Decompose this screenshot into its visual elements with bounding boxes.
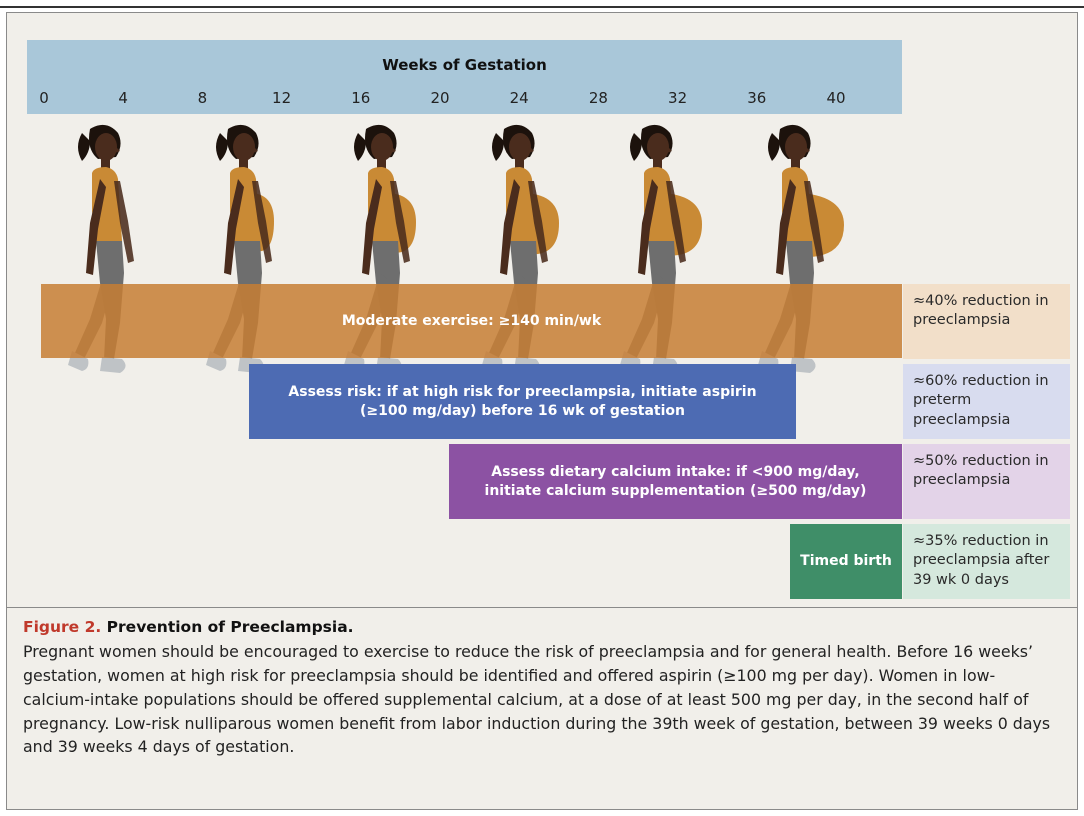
figure-name: Prevention of Preeclampsia. [106,618,354,636]
timed-birth-outcome: ≈35% reduction in preeclampsia after 39 … [903,524,1070,599]
week-label: 32 [668,89,688,107]
week-label: 4 [118,89,128,107]
timed-birth-intervention-bar: Timed birth [790,524,902,599]
week-label: 24 [509,89,529,107]
calcium-intervention-bar: Assess dietary calcium intake: if <900 m… [449,444,902,519]
caption-divider [6,607,1078,608]
week-label: 0 [39,89,49,107]
gestation-timeline: Weeks of Gestation 0 4 8 12 16 20 24 28 32 36 40 [27,40,902,114]
week-label: 36 [747,89,767,107]
figure-label: Figure 2. [23,618,102,636]
aspirin-intervention-bar: Assess risk: if at high risk for preecla… [249,364,796,439]
exercise-intervention-bar: Moderate exercise: ≥140 min/wk [41,284,902,358]
top-rule [0,6,1084,8]
week-label: 40 [826,89,846,107]
week-label: 28 [588,89,608,107]
week-label: 20 [430,89,450,107]
aspirin-outcome: ≈60% reduction in preterm preeclampsia [903,364,1070,439]
week-label: 16 [351,89,371,107]
figure-caption: Pregnant women should be encouraged to e… [23,642,1051,757]
figure-title: Figure 2. Prevention of Preeclampsia. [23,618,354,636]
timeline-title: Weeks of Gestation [382,56,547,74]
calcium-outcome: ≈50% reduction in preeclampsia [903,444,1070,519]
week-label: 8 [197,89,208,107]
exercise-outcome: ≈40% reduction in preeclampsia [903,284,1070,359]
week-label: 12 [272,89,292,107]
